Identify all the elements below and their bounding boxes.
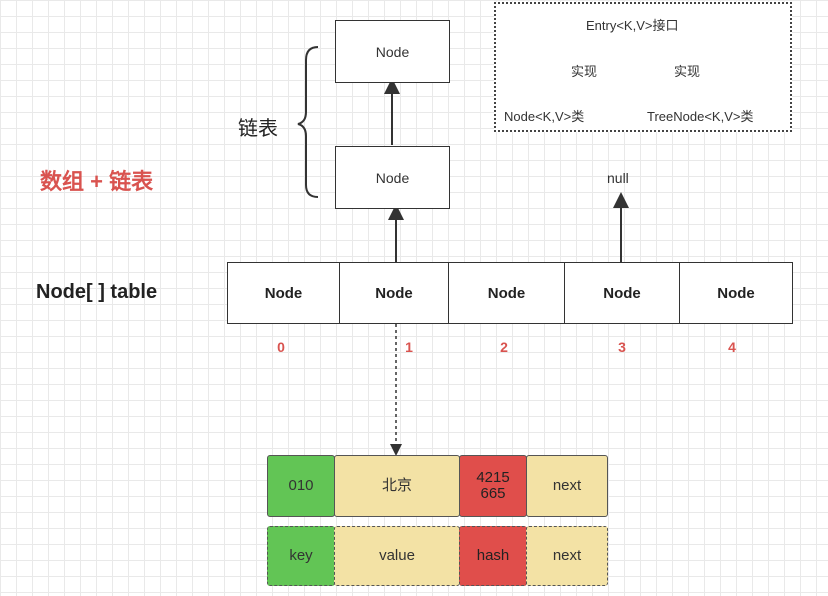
entry-value-value: 北京	[334, 455, 460, 517]
index-3: 3	[618, 339, 626, 355]
null-label: null	[607, 170, 629, 186]
entry-next-field: next	[526, 526, 608, 586]
index-2: 2	[500, 339, 508, 355]
table-cell-1: Node	[339, 262, 449, 324]
entry-key-field: key	[267, 526, 335, 586]
legend-class-right: TreeNode<K,V>类	[647, 109, 754, 124]
legend-class-left: Node<K,V>类	[504, 109, 585, 124]
table-label: Node[ ] table	[36, 281, 158, 303]
legend-interface: Entry<K,V>接口	[586, 18, 679, 33]
index-1: 1	[405, 339, 413, 355]
legend-box: Entry<K,V>接口 实现 实现 Node<K,V>类 TreeNode<K…	[494, 2, 792, 132]
chain-node-top: Node	[335, 20, 450, 83]
linked-list-label: 链表	[238, 118, 278, 140]
entry-hash-field: hash	[459, 526, 527, 586]
entry-hash-value: 4215 665	[459, 455, 527, 517]
table-cell-2: Node	[448, 262, 565, 324]
table-cell-3: Node	[564, 262, 680, 324]
table-cell-4: Node	[679, 262, 793, 324]
legend-impl-right: 实现	[672, 61, 703, 80]
page-title: 数组 + 链表	[40, 169, 154, 194]
entry-next-value: next	[526, 455, 608, 517]
index-0: 0	[277, 339, 285, 355]
index-4: 4	[728, 339, 736, 355]
chain-node-bottom: Node	[335, 146, 450, 209]
legend-impl-left: 实现	[569, 61, 600, 80]
entry-key-value: 010	[267, 455, 335, 517]
brace-icon	[297, 46, 319, 198]
entry-value-field: value	[334, 526, 460, 586]
table-cell-0: Node	[227, 262, 340, 324]
